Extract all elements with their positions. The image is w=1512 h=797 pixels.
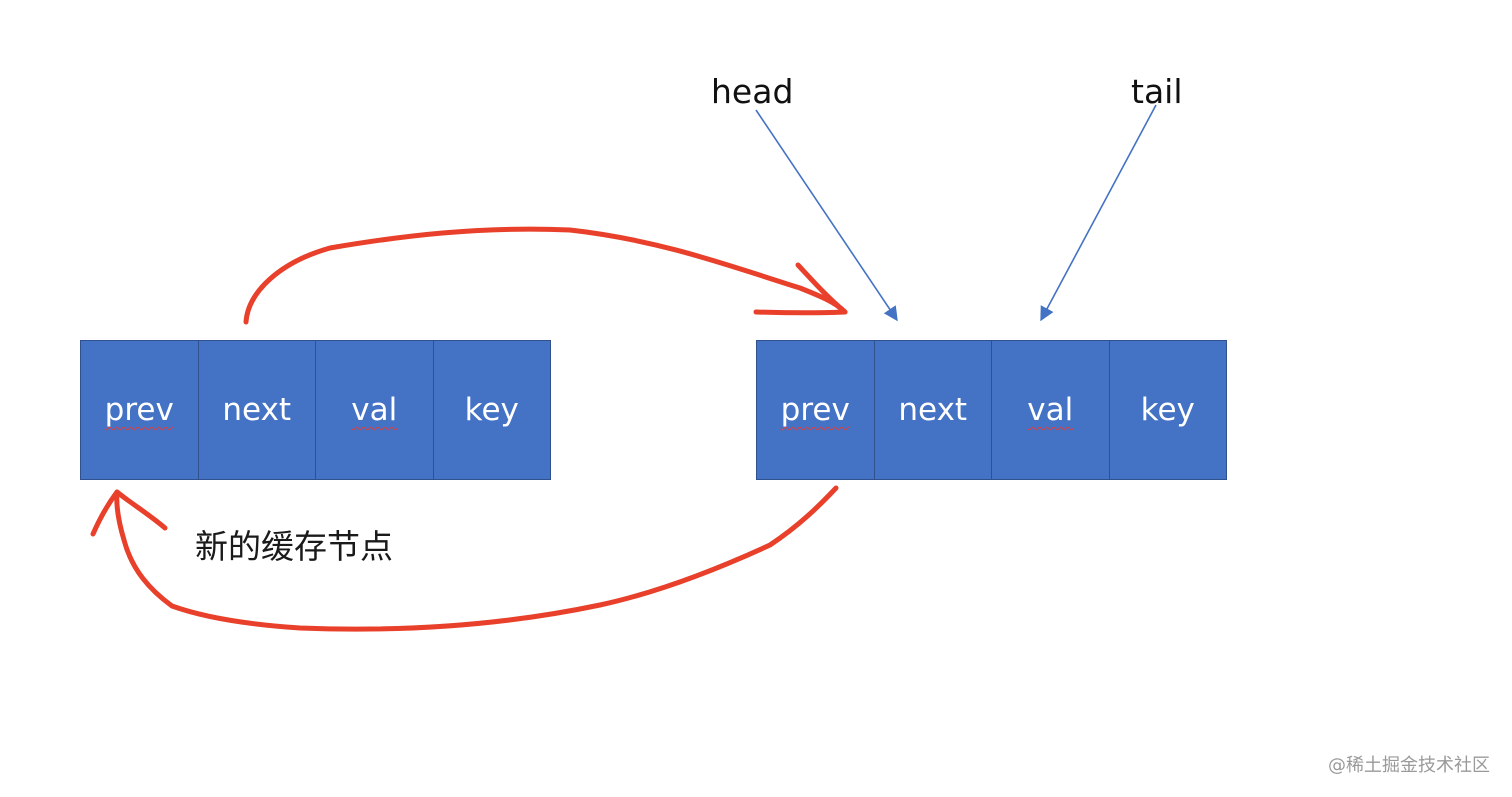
new-cache-node: prev next val key [80,340,551,480]
head-node-next-field: next [874,341,992,479]
red-arrow-next-to-head [243,226,848,325]
new-node-key-label: key [464,392,519,428]
red-arrow-prev-to-new [114,485,839,632]
new-node-next-field: next [198,341,316,479]
new-node-key-field: key [433,341,550,479]
head-pointer-arrow [755,109,898,322]
new-node-val-field: val [316,341,434,479]
tail-pointer-arrow [1040,104,1157,322]
head-node-prev-field: prev [757,341,875,479]
head-node-key-field: key [1109,341,1226,479]
head-node-val-field: val [992,341,1110,479]
new-node-prev-label: prev [104,392,174,428]
new-node-val-label: val [351,392,398,428]
new-node-caption: 新的缓存节点 [195,527,393,566]
tail-pointer-label: tail [1131,72,1183,111]
watermark: @稀土掘金技术社区 [1328,755,1490,776]
head-pointer-label: head [711,72,794,111]
head-node-val-label: val [1027,392,1074,428]
head-node-key-label: key [1140,392,1195,428]
new-node-prev-field: prev [81,341,199,479]
head-node-next-label: next [898,392,968,428]
head-node: prev next val key [756,340,1227,480]
head-node-prev-label: prev [780,392,850,428]
red-arrowhead-bottom [90,489,168,537]
red-arrowhead-top [753,262,848,316]
new-node-next-label: next [222,392,292,428]
